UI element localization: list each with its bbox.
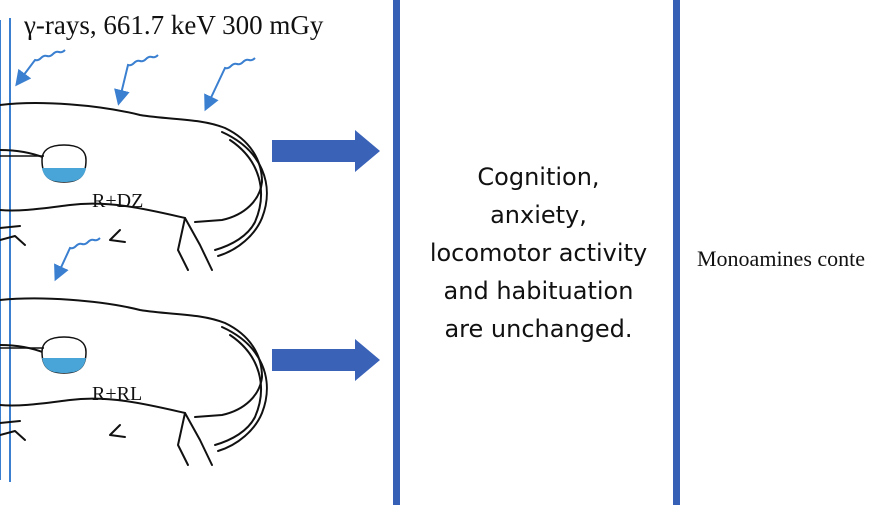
divider-left [393,0,400,505]
arrow-upper [272,130,380,172]
outcome-line-3: locomotor activity [429,238,648,267]
outcome-text: Cognition, anxiety, locomotor activity a… [430,158,647,348]
outcome-line-4: and habituation [443,276,634,305]
water-bottle-upper [0,144,87,183]
cage-tube [0,18,11,482]
outcome-line-2: anxiety, [490,200,587,229]
outcome-panel: Cognition, anxiety, locomotor activity a… [402,0,675,505]
arrow-lower [272,339,380,381]
ray-2 [114,54,159,106]
ray-3 [204,57,256,112]
rat-label-rl: R+RL [92,383,143,405]
divider-right [673,0,680,505]
rat-lower [0,297,268,466]
ray-4 [54,237,101,282]
ray-1 [15,49,66,87]
rat-upper [0,102,268,271]
outcome-line-1: Cognition, [477,162,600,191]
water-bottle-lower [0,336,87,374]
radiation-caption: γ-rays, 661.7 keV 300 mGy [24,10,324,40]
radiation-rays [15,49,256,282]
outcome-line-5: are unchanged. [444,314,633,343]
monoamines-text: Monoamines conte [697,246,866,271]
rat-label-dz: R+DZ [92,190,144,212]
